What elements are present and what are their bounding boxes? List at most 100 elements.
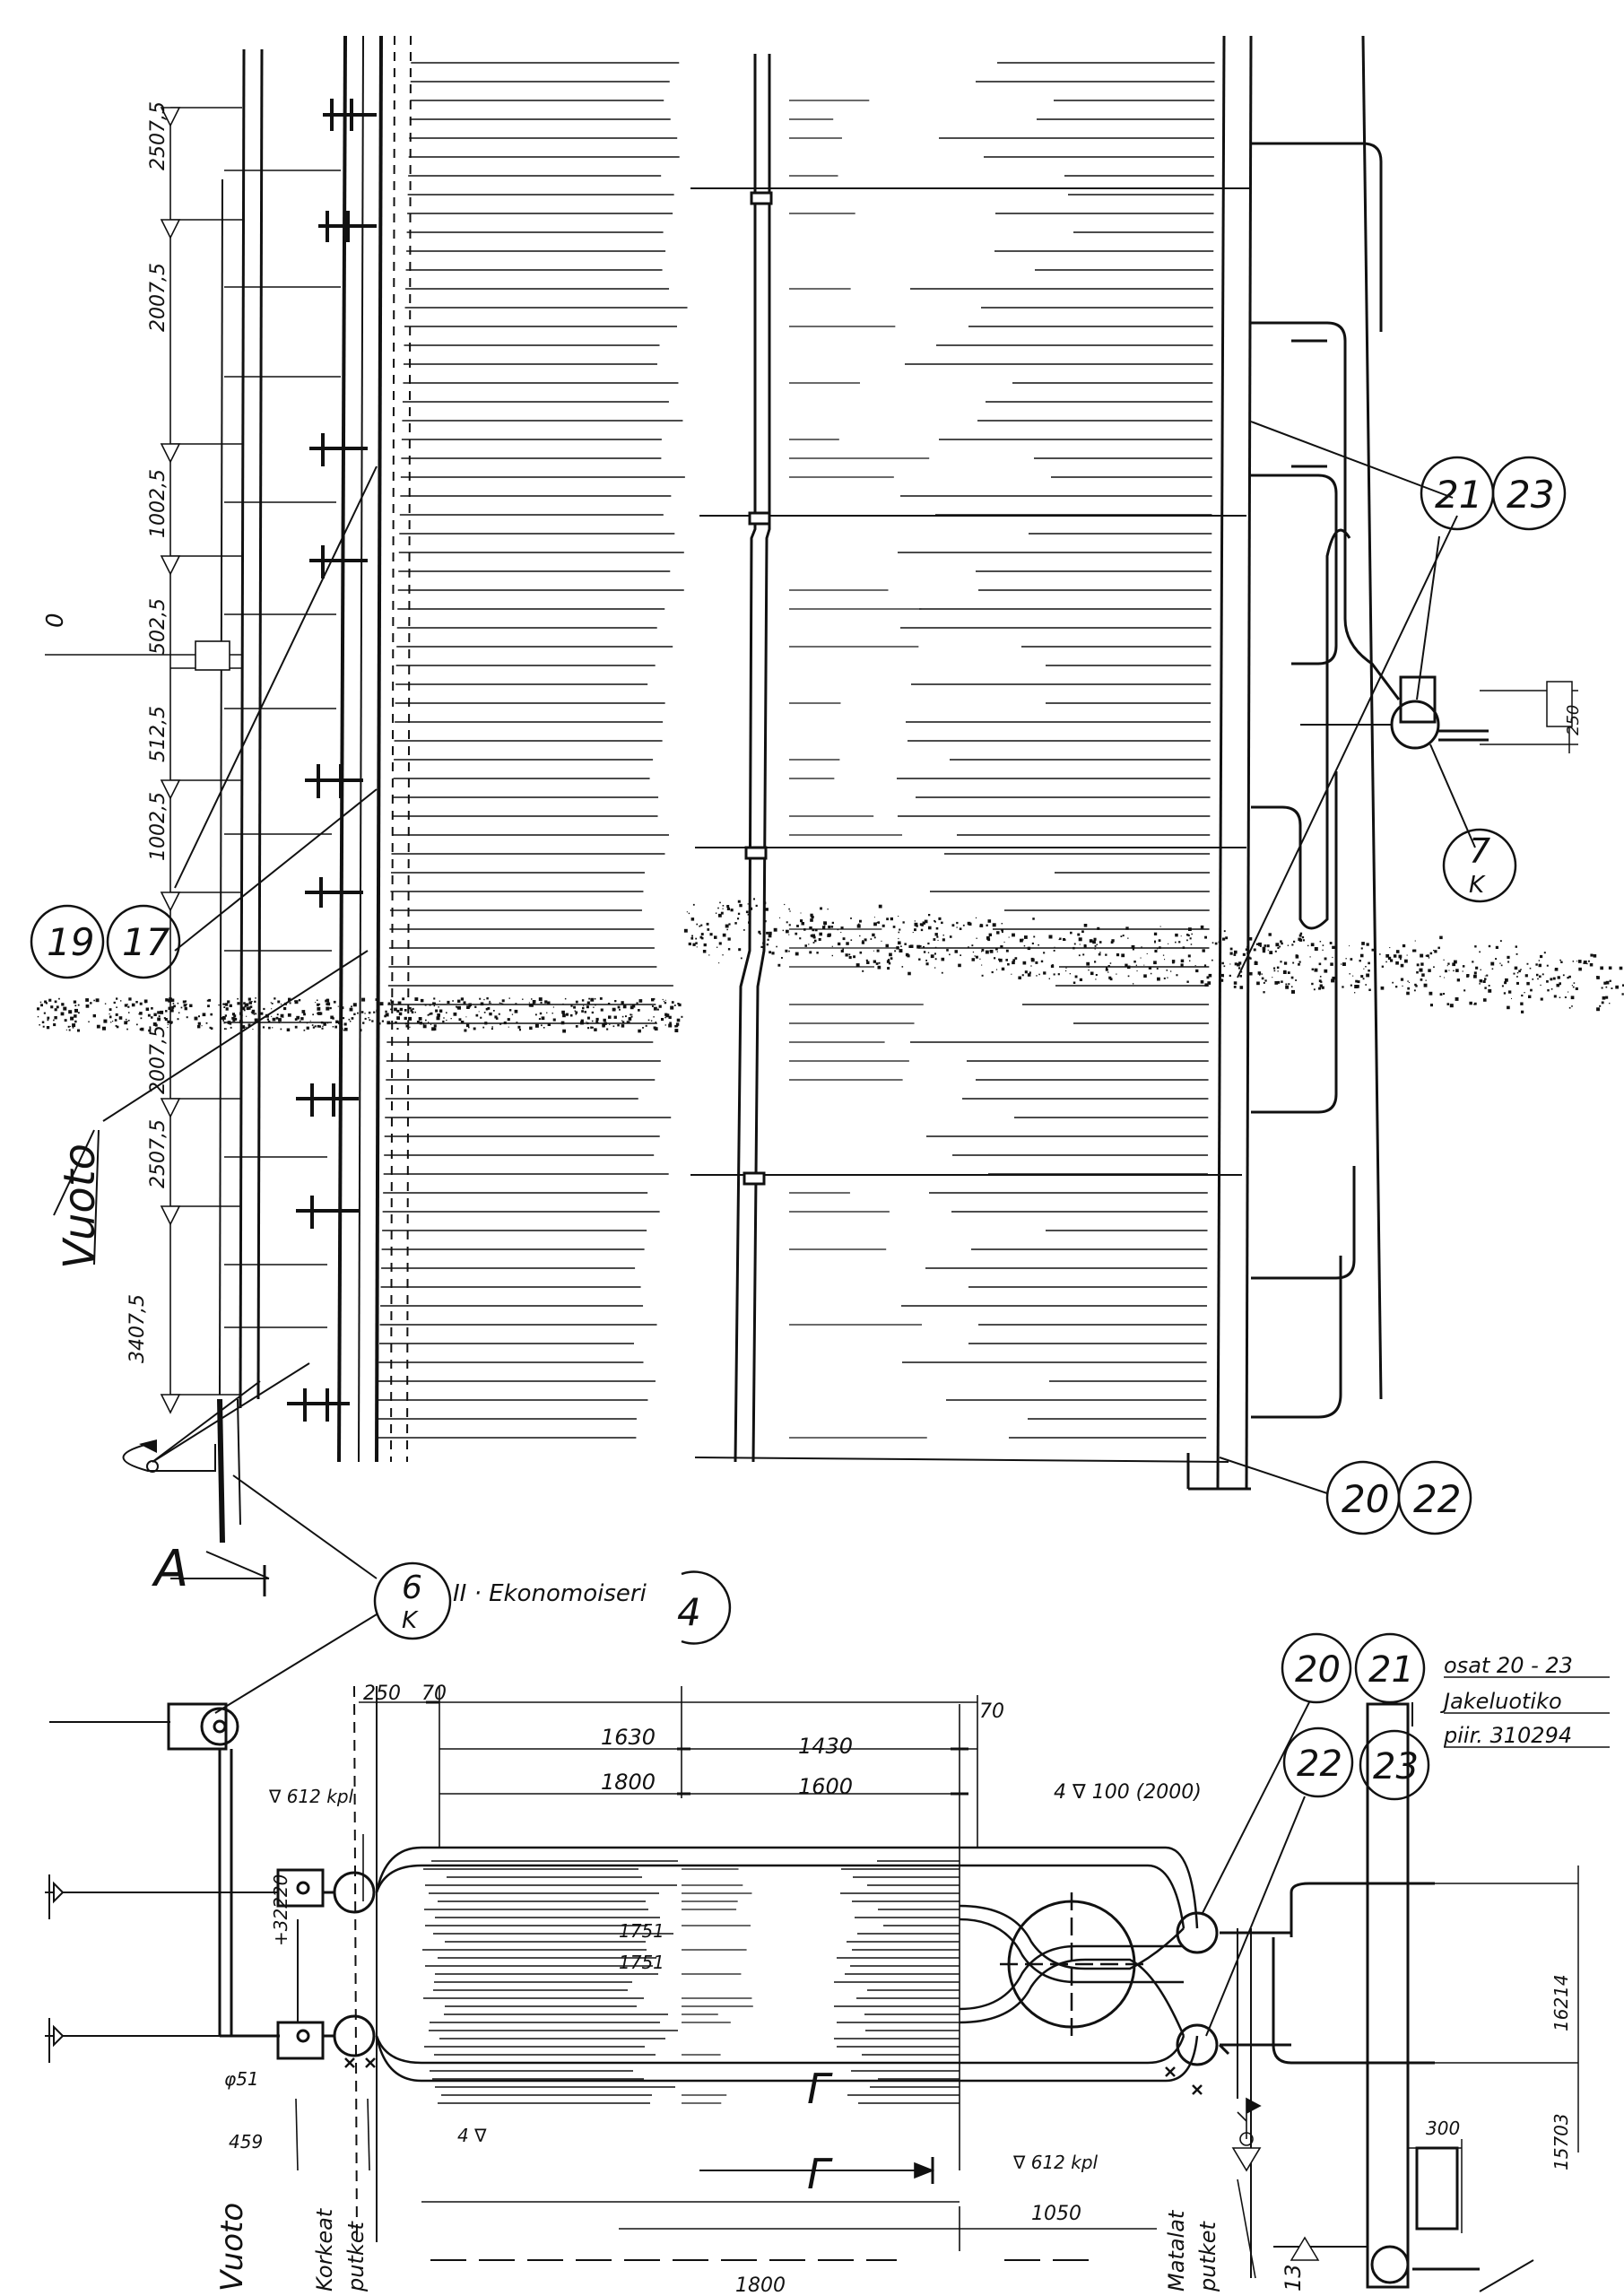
blot-speck — [136, 1023, 138, 1026]
blot-speck — [582, 1006, 585, 1010]
blot-speck — [164, 1018, 168, 1022]
blot-speck — [801, 922, 804, 926]
blot-speck — [461, 1021, 465, 1024]
blot-speck — [1350, 984, 1352, 987]
blot-speck — [165, 1010, 168, 1013]
right-outlet-pipes — [1251, 35, 1401, 1419]
blot-speck — [625, 1015, 627, 1018]
blot-speck — [1488, 985, 1490, 987]
blot-speck — [692, 943, 696, 946]
blot-speck — [592, 1026, 594, 1029]
blot-speck — [255, 1013, 257, 1015]
blot-speck — [326, 1003, 328, 1005]
blot-speck — [1571, 1005, 1573, 1007]
blot-speck — [286, 1028, 291, 1031]
blot-speck — [1122, 935, 1125, 937]
blot-speck — [315, 1002, 317, 1004]
blot-speck — [1027, 973, 1031, 977]
blot-speck — [1363, 968, 1365, 970]
blot-speck — [1602, 996, 1606, 1000]
blot-speck — [661, 1018, 664, 1022]
blot-speck — [1211, 959, 1213, 961]
blot-speck — [1611, 987, 1613, 989]
blot-speck — [700, 924, 703, 926]
blot-speck — [534, 1013, 537, 1016]
blot-speck — [838, 942, 841, 946]
blot-speck — [1368, 988, 1371, 991]
blot-speck — [873, 936, 876, 939]
dim-1430: 1430 — [798, 1734, 853, 1759]
blot-speck — [1540, 997, 1543, 1001]
blot-speck — [394, 1007, 397, 1012]
blot-speck — [766, 931, 769, 935]
blot-speck — [722, 933, 726, 937]
blot-speck — [507, 1018, 510, 1022]
blot-speck — [1379, 953, 1381, 955]
blot-speck — [691, 935, 693, 937]
blot-speck — [771, 952, 775, 955]
blot-speck — [768, 934, 772, 938]
elev-16214: 16214 — [1550, 1974, 1572, 2031]
blot-speck — [223, 1022, 226, 1024]
blot-speck — [650, 1020, 653, 1022]
blot-speck — [446, 1019, 447, 1022]
blot-speck — [809, 926, 812, 930]
blot-speck — [820, 907, 822, 910]
blot-speck — [1153, 932, 1158, 935]
blot-speck — [1368, 961, 1370, 965]
blot-speck — [1507, 1005, 1510, 1010]
blot-speck — [1125, 963, 1128, 967]
blot-speck — [1290, 976, 1294, 979]
blot-speck — [491, 1026, 493, 1028]
blot-speck — [430, 1023, 432, 1025]
blot-speck — [260, 1012, 264, 1015]
blot-speck — [1392, 981, 1394, 984]
blot-speck — [225, 1028, 228, 1030]
dim-label: 2507,5 — [147, 1119, 169, 1188]
balloon-6k: 6 K — [373, 1561, 452, 1640]
blot-speck — [538, 1018, 541, 1021]
blot-speck — [320, 1021, 324, 1024]
blot-speck — [1186, 980, 1189, 983]
blot-speck — [197, 1025, 201, 1029]
blot-speck — [726, 905, 730, 908]
blot-speck — [1291, 944, 1294, 946]
blot-speck — [229, 1022, 232, 1025]
blot-speck — [971, 958, 975, 961]
blot-speck — [68, 1010, 73, 1014]
blot-speck — [569, 1013, 573, 1017]
blot-speck — [396, 1028, 399, 1031]
blot-speck — [1136, 970, 1138, 972]
blot-speck — [1191, 933, 1193, 935]
blot-speck — [941, 921, 943, 925]
blot-speck — [777, 963, 781, 967]
blot-speck — [437, 1013, 440, 1017]
blot-speck — [1280, 940, 1282, 944]
blot-speck — [676, 1018, 681, 1022]
blot-speck — [1187, 954, 1191, 958]
blot-speck — [1518, 970, 1521, 973]
balloon-4: 4 — [677, 1570, 732, 1645]
blot-speck — [1256, 981, 1260, 986]
blot-speck — [410, 1009, 413, 1013]
blot-speck — [468, 1026, 470, 1029]
blot-speck — [1281, 980, 1283, 983]
blot-speck — [1246, 952, 1249, 954]
blot-speck — [529, 1026, 533, 1031]
blot-speck — [1329, 942, 1333, 944]
blot-speck — [113, 1001, 116, 1004]
blot-speck — [1588, 960, 1590, 962]
blot-speck — [850, 939, 853, 941]
blot-speck — [1222, 937, 1226, 941]
blot-speck — [1366, 943, 1369, 946]
blot-speck — [575, 1025, 578, 1028]
blot-speck — [1365, 984, 1367, 986]
blot-speck — [1200, 925, 1204, 929]
blot-speck — [67, 1025, 70, 1028]
blot-speck — [934, 933, 938, 936]
blot-speck — [901, 966, 904, 968]
blot-speck — [734, 922, 737, 925]
blot-speck — [842, 948, 844, 951]
blot-speck — [1078, 954, 1081, 957]
blot-speck — [1568, 1006, 1571, 1009]
